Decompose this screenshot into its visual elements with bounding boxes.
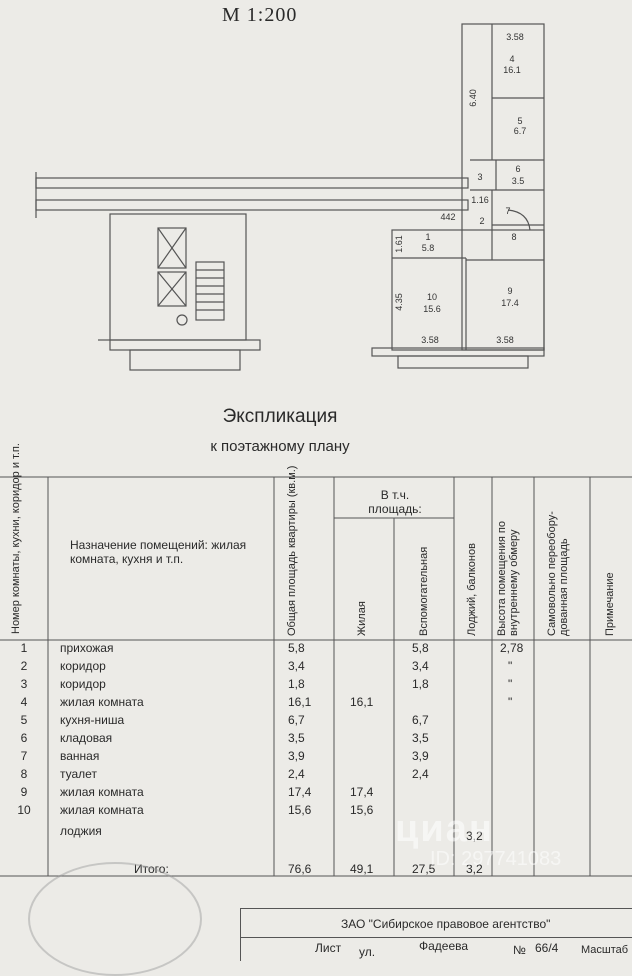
dim-bottom-right: 3.58 bbox=[496, 335, 514, 345]
header-total-area: Общая площадь квартиры (кв.м.) bbox=[286, 465, 298, 636]
room-10-area: 15.6 bbox=[423, 304, 441, 314]
room-10-num: 10 bbox=[427, 292, 437, 302]
explication-subtitle: к поэтажному плану bbox=[210, 438, 350, 455]
row-total: 5,8 bbox=[288, 641, 305, 655]
row-aux: 6,7 bbox=[412, 713, 429, 727]
dim-435: 4.35 bbox=[394, 293, 404, 311]
row-height: " bbox=[508, 677, 513, 691]
dim-top: 3.58 bbox=[506, 32, 524, 42]
watermark-brand: циан bbox=[395, 808, 494, 850]
row-aux: 2,4 bbox=[412, 767, 429, 781]
stamp-seal bbox=[28, 862, 202, 976]
row-aux: 1,8 bbox=[412, 677, 429, 691]
row-purpose: коридор bbox=[60, 677, 106, 691]
row-loggia: 3,2 bbox=[466, 829, 483, 843]
total-area: 76,6 bbox=[288, 862, 312, 876]
plan-scale: M 1:200 bbox=[222, 4, 298, 26]
row-total: 3,5 bbox=[288, 731, 305, 745]
row-number: 8 bbox=[20, 767, 28, 781]
dim-bottom-left: 3.58 bbox=[421, 335, 439, 345]
row-total: 3,9 bbox=[288, 749, 305, 763]
row-number: 4 bbox=[20, 695, 28, 709]
row-living: 17,4 bbox=[350, 785, 374, 799]
row-aux: 3,5 bbox=[412, 731, 429, 745]
row-aux: 3,9 bbox=[412, 749, 429, 763]
row-purpose: прихожая bbox=[60, 641, 114, 655]
row-total: 17,4 bbox=[288, 785, 312, 799]
header-height: Высота помещения по внутреннему обмеру bbox=[496, 521, 520, 636]
header-room-number: Номер комнаты, кухни, коридор и т.п. bbox=[10, 443, 22, 634]
row-total: 15,6 bbox=[288, 803, 312, 817]
row-number: 7 bbox=[20, 749, 28, 763]
row-height: " bbox=[508, 695, 513, 709]
header-loggia: Лоджий, балконов bbox=[466, 543, 478, 636]
row-total: 1,8 bbox=[288, 677, 305, 691]
row-height: " bbox=[508, 659, 513, 673]
room-5-area: 6.7 bbox=[514, 126, 527, 136]
street-name: Фадеева bbox=[419, 939, 469, 953]
house-number: 66/4 bbox=[535, 941, 559, 955]
dim-161: 1.61 bbox=[394, 235, 404, 253]
room-3-num: 3 bbox=[477, 172, 482, 182]
room-4-num: 4 bbox=[509, 54, 514, 64]
room-6-area: 3.5 bbox=[512, 176, 525, 186]
header-purpose: Назначение помещений: жилая комната, кух… bbox=[70, 538, 247, 566]
explication-title: Экспликация bbox=[222, 406, 338, 427]
row-purpose: ванная bbox=[60, 749, 100, 763]
row-number: 10 bbox=[17, 803, 31, 817]
watermark-id: ID: 297741083 bbox=[430, 848, 562, 870]
row-purpose: жилая комната bbox=[60, 785, 144, 799]
room-4-area: 16.1 bbox=[503, 65, 521, 75]
row-living: 16,1 bbox=[350, 695, 374, 709]
header-auxiliary: Вспомогательная bbox=[418, 546, 430, 636]
row-number: 1 bbox=[20, 641, 28, 655]
row-purpose: жилая комната bbox=[60, 803, 144, 817]
row-purpose: кладовая bbox=[60, 731, 113, 745]
row-number: 5 bbox=[20, 713, 28, 727]
sheet-label: Лист bbox=[315, 941, 342, 955]
row-height: 2,78 bbox=[500, 641, 524, 655]
street-prefix: ул. bbox=[359, 945, 376, 959]
room-7-num: 7 bbox=[505, 206, 510, 216]
row-aux: 3,4 bbox=[412, 659, 429, 673]
dim-116: 1.16 bbox=[471, 195, 489, 205]
row-total: 3,4 bbox=[288, 659, 305, 673]
row-number: 6 bbox=[20, 731, 28, 745]
total-loggia: 3,2 bbox=[466, 862, 483, 876]
row-purpose: жилая комната bbox=[60, 695, 144, 709]
room-1-area: 5.8 bbox=[422, 243, 435, 253]
header-note: Примечание bbox=[604, 572, 616, 636]
room-9-num: 9 bbox=[507, 286, 512, 296]
dim-640: 6.40 bbox=[468, 89, 478, 107]
row-number: 2 bbox=[20, 659, 28, 673]
room-1-num: 1 bbox=[425, 232, 430, 242]
org-name: ЗАО "Сибирское правовое агентство" bbox=[341, 917, 551, 931]
row-purpose: лоджия bbox=[60, 824, 102, 838]
row-number: 3 bbox=[20, 677, 28, 691]
header-living: Жилая bbox=[356, 601, 368, 636]
row-total: 2,4 bbox=[288, 767, 305, 781]
row-number: 9 bbox=[20, 785, 28, 799]
total-aux: 27,5 bbox=[412, 862, 436, 876]
row-purpose: кухня-ниша bbox=[60, 713, 125, 727]
header-unauthorized: Самовольно переобору- дованная площадь bbox=[546, 511, 570, 636]
row-aux: 5,8 bbox=[412, 641, 429, 655]
scale-label: Масштаб bbox=[581, 944, 629, 956]
room-6-num: 6 bbox=[515, 164, 520, 174]
dim-442: 442 bbox=[440, 212, 455, 222]
row-purpose: коридор bbox=[60, 659, 106, 673]
room-8-num: 8 bbox=[511, 232, 516, 242]
row-living: 15,6 bbox=[350, 803, 374, 817]
room-2-num: 2 bbox=[479, 216, 484, 226]
room-5-num: 5 bbox=[517, 116, 522, 126]
number-sign: № bbox=[513, 943, 526, 957]
header-incl-area: В т.ч. площадь: bbox=[368, 488, 422, 516]
total-living: 49,1 bbox=[350, 862, 374, 876]
row-purpose: туалет bbox=[60, 767, 97, 781]
room-9-area: 17.4 bbox=[501, 298, 519, 308]
title-block: ЗАО "Сибирское правовое агентство" Лист … bbox=[240, 908, 632, 961]
row-total: 16,1 bbox=[288, 695, 312, 709]
row-total: 6,7 bbox=[288, 713, 305, 727]
floor-plan: 3.58 4 16.1 6.40 5 6.7 3 6 3.5 1.16 442 … bbox=[35, 23, 545, 371]
